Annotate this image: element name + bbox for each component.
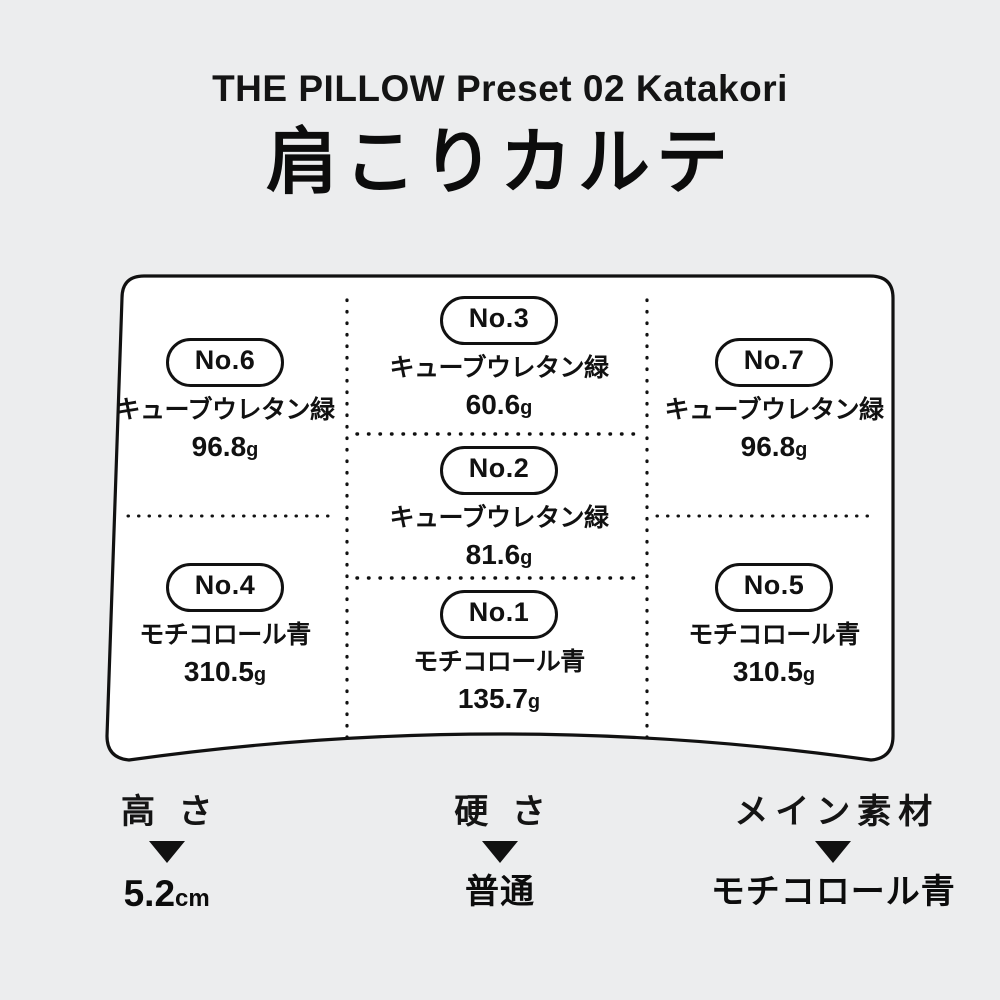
chamber-weight: 81.6g <box>353 538 645 570</box>
chamber-badge: No.2 <box>439 446 559 495</box>
chamber-no2[interactable]: No.2 キューブウレタン緑 81.6g <box>353 446 645 569</box>
triangle-down-icon <box>667 841 1000 863</box>
chamber-weight-value: 135.7 <box>457 682 528 714</box>
chamber-material: モチコロール青 <box>688 620 860 649</box>
summary-value: 5.2cm <box>0 875 333 912</box>
chamber-no6[interactable]: No.6 キューブウレタン緑 96.8g <box>100 338 350 461</box>
chamber-weight: 96.8g <box>648 430 900 462</box>
pillow-diagram: No.6 キューブウレタン緑 96.8g No.4 モチコロール青 310.5g… <box>100 268 900 778</box>
pillow-outline-svg <box>105 274 895 762</box>
summary-item-material: メイン素材 モチコロール青 <box>667 795 1000 912</box>
summary-value: モチコロール青 <box>710 873 956 911</box>
chamber-weight: 310.5g <box>100 655 350 687</box>
page-title-jp: 肩こりカルテ <box>265 123 734 203</box>
chamber-weight-value: 81.6 <box>465 538 521 570</box>
chamber-weight-value: 310.5 <box>732 655 803 687</box>
chamber-weight-value: 96.8 <box>740 430 796 462</box>
chamber-material: キューブウレタン緑 <box>115 395 335 424</box>
chamber-weight-unit: g <box>527 690 541 713</box>
chamber-weight: 135.7g <box>353 682 645 714</box>
chamber-weight-unit: g <box>520 546 533 569</box>
pillow-chamber-cells: No.6 キューブウレタン緑 96.8g No.4 モチコロール青 310.5g… <box>100 268 900 778</box>
summary-item-height: 高 さ 5.2cm <box>0 795 333 912</box>
page-title-en: THE PILLOW Preset 02 Katakori <box>212 68 788 109</box>
chamber-badge: No.4 <box>165 563 285 612</box>
summary-item-firmness: 硬 さ 普通 <box>333 795 666 912</box>
chamber-weight-unit: g <box>795 438 808 461</box>
chamber-material: キューブウレタン緑 <box>389 353 609 382</box>
chamber-badge: No.7 <box>714 338 834 387</box>
chamber-no4[interactable]: No.4 モチコロール青 310.5g <box>100 563 350 686</box>
chamber-weight: 60.6g <box>353 388 645 420</box>
chamber-material: モチコロール青 <box>139 620 311 649</box>
summary-value: 普通 <box>464 873 535 911</box>
chamber-no5[interactable]: No.5 モチコロール青 310.5g <box>648 563 900 686</box>
chamber-material: キューブウレタン緑 <box>664 395 884 424</box>
chamber-no3[interactable]: No.3 キューブウレタン緑 60.6g <box>353 296 645 419</box>
pillow-body-shape <box>105 274 895 762</box>
chamber-weight-unit: g <box>246 438 259 461</box>
chamber-no1[interactable]: No.1 モチコロール青 135.7g <box>353 590 645 713</box>
chamber-weight-unit: g <box>520 396 533 419</box>
page-header: THE PILLOW Preset 02 Katakori 肩こりカルテ <box>0 0 1000 199</box>
chamber-weight-value: 60.6 <box>465 388 521 420</box>
triangle-down-icon <box>333 841 666 863</box>
chamber-no7[interactable]: No.7 キューブウレタン緑 96.8g <box>648 338 900 461</box>
chamber-weight-unit: g <box>253 663 267 686</box>
chamber-material: モチコロール青 <box>413 647 585 676</box>
chamber-weight: 310.5g <box>648 655 900 687</box>
chamber-weight-value: 310.5 <box>183 655 254 687</box>
chamber-badge: No.1 <box>439 590 559 639</box>
summary-label: メイン素材 <box>734 793 940 831</box>
chamber-weight: 96.8g <box>100 430 350 462</box>
triangle-down-icon <box>0 841 333 863</box>
summary-value-unit: cm <box>175 885 210 912</box>
summary-value-number: 5.2 <box>123 873 176 914</box>
chamber-weight-unit: g <box>802 663 816 686</box>
chamber-weight-value: 96.8 <box>191 430 247 462</box>
summary-label: 高 さ <box>120 793 220 831</box>
chamber-badge: No.3 <box>439 296 559 345</box>
summary-bar: 高 さ 5.2cm 硬 さ 普通 メイン素材 モチコロール青 <box>0 795 1000 912</box>
chamber-material: キューブウレタン緑 <box>389 503 609 532</box>
chamber-badge: No.6 <box>165 338 285 387</box>
summary-label: 硬 さ <box>454 793 553 831</box>
chamber-badge: No.5 <box>714 563 834 612</box>
